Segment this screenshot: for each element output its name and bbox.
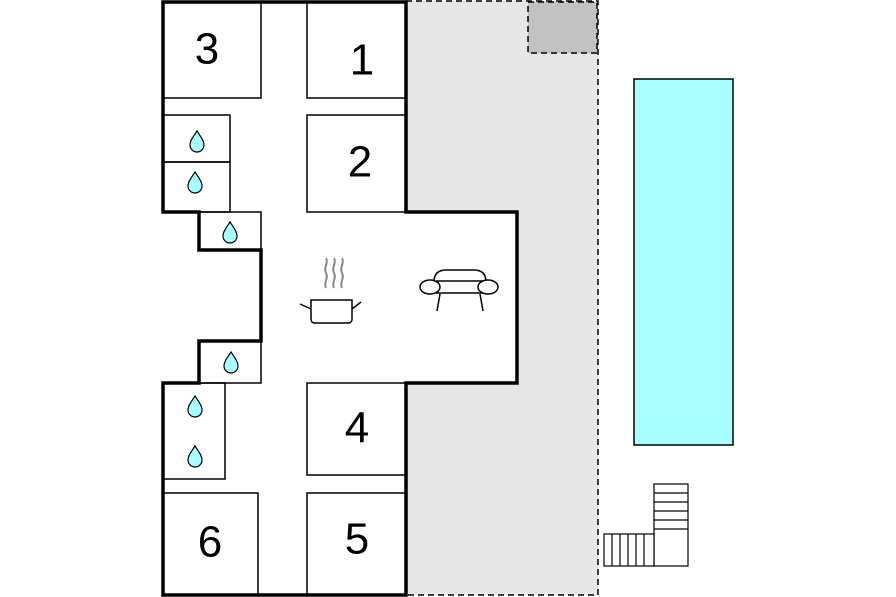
bathroom-e bbox=[162, 382, 226, 480]
sofa-icon bbox=[419, 269, 499, 312]
room-label-4: 4 bbox=[345, 404, 369, 453]
bathroom-c bbox=[198, 211, 262, 251]
stairs bbox=[603, 483, 689, 567]
bedroom-4 bbox=[306, 382, 407, 476]
swimming-pool bbox=[633, 78, 734, 446]
bathroom-b bbox=[162, 161, 231, 213]
room-label-1: 1 bbox=[350, 36, 374, 85]
room-label-5: 5 bbox=[345, 515, 369, 564]
bedroom-2 bbox=[306, 114, 407, 213]
room-label-6: 6 bbox=[198, 518, 222, 567]
room-label-3: 3 bbox=[195, 25, 219, 74]
bedroom-5 bbox=[306, 492, 407, 596]
bedroom-1 bbox=[306, 1, 407, 99]
terrace-storage bbox=[527, 1, 598, 54]
cooking-pot-icon bbox=[299, 257, 362, 324]
bathroom-d bbox=[198, 340, 262, 384]
bedroom-6 bbox=[162, 492, 259, 596]
room-label-2: 2 bbox=[348, 138, 372, 187]
bedroom-3 bbox=[162, 1, 262, 99]
